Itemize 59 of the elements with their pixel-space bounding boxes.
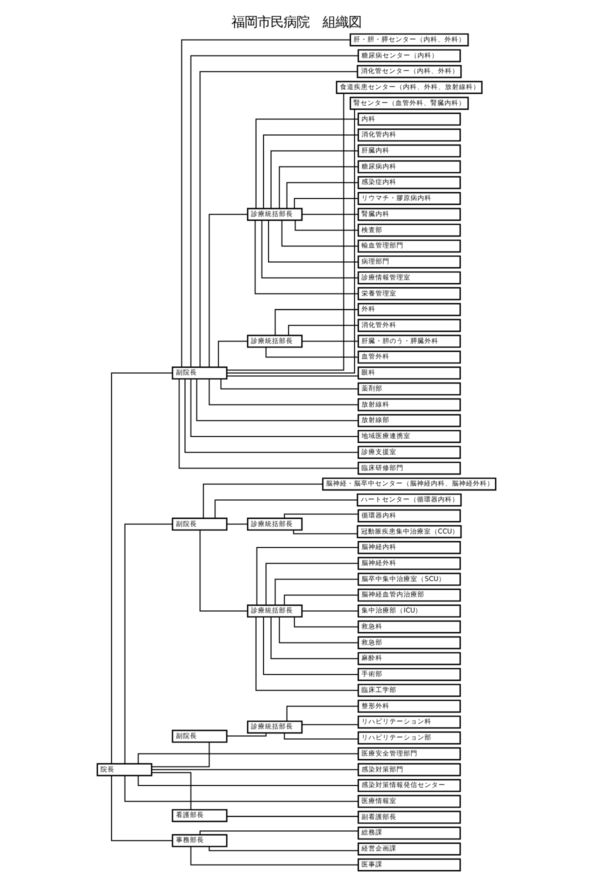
- connector: [218, 340, 248, 368]
- connector: [226, 816, 358, 817]
- connector: [208, 214, 248, 368]
- connector: [268, 220, 359, 262]
- connector: [294, 616, 359, 628]
- connector: [302, 340, 359, 342]
- connector: [226, 732, 267, 736]
- connector: [294, 220, 359, 231]
- connector: [111, 775, 173, 842]
- connector: [274, 309, 359, 336]
- connector: [124, 524, 173, 764]
- connector: [196, 378, 359, 422]
- connector: [151, 769, 359, 770]
- connector: [286, 706, 359, 722]
- connector: [208, 846, 359, 852]
- connector: [184, 378, 359, 453]
- connector: [270, 616, 359, 660]
- connector: [254, 220, 359, 294]
- connector: [256, 616, 359, 691]
- connector: [284, 732, 359, 740]
- connector: [138, 753, 359, 764]
- connector: [208, 378, 359, 406]
- diagram-title: 福岡市民病院 組織図: [232, 15, 362, 30]
- connector: [278, 616, 359, 644]
- connector: [261, 220, 359, 278]
- connector: [138, 775, 359, 786]
- connector: [266, 562, 358, 606]
- connector: [281, 220, 359, 247]
- connector: [178, 378, 359, 469]
- connector: [124, 775, 359, 802]
- connector: [263, 616, 359, 675]
- connector: [151, 772, 192, 810]
- connector: [294, 198, 359, 209]
- connector: [302, 724, 359, 726]
- connector: [266, 346, 358, 358]
- connector: [220, 378, 359, 390]
- connector: [200, 530, 248, 612]
- connector: [284, 594, 359, 606]
- connector: [214, 499, 358, 519]
- connector: [284, 514, 359, 519]
- connector: [200, 830, 359, 836]
- connector: [111, 372, 173, 764]
- connector: [302, 610, 359, 612]
- connector: [288, 324, 359, 336]
- connector: [151, 742, 210, 768]
- connector: [302, 214, 359, 215]
- connector: [190, 846, 359, 866]
- connector: [226, 524, 248, 525]
- connector: [286, 182, 359, 209]
- connector: [278, 166, 359, 209]
- connector: [270, 150, 359, 209]
- connector: [293, 530, 358, 534]
- connector: [256, 547, 359, 606]
- connector: [263, 134, 359, 209]
- connector: [256, 118, 359, 209]
- connector: [190, 378, 359, 437]
- connector: [226, 375, 358, 376]
- connector: [274, 578, 359, 606]
- connector: [202, 484, 324, 519]
